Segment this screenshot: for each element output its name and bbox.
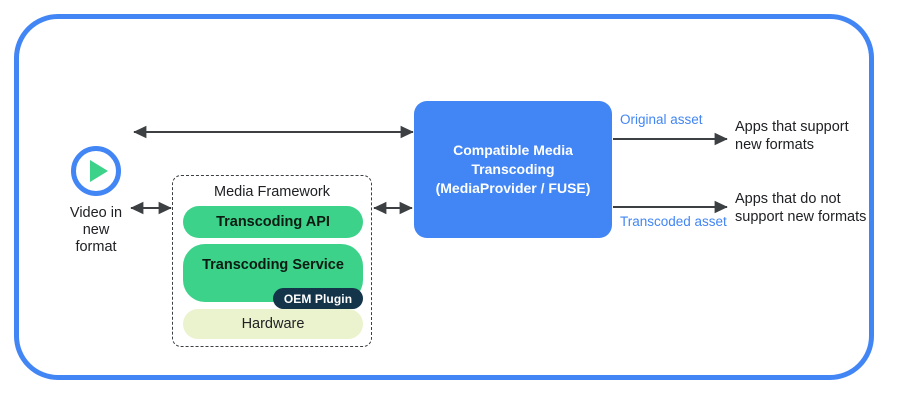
media-framework-title: Media Framework	[213, 184, 331, 200]
video-source-label: Video in new format	[69, 205, 123, 255]
compatible-media-transcoding-box[interactable]: Compatible Media Transcoding (MediaProvi…	[414, 101, 612, 238]
apps-support-new-formats-label: Apps that support new formats	[735, 119, 849, 153]
original-asset-label: Original asset	[620, 112, 703, 127]
apps-no-support-new-formats-label: Apps that do not support new formats	[735, 191, 867, 225]
video-source-group: Video in new format	[42, 146, 150, 256]
transcoding-api-box[interactable]: Transcoding API	[183, 206, 363, 238]
transcoded-asset-label: Transcoded asset	[620, 214, 727, 229]
play-circle-icon	[71, 146, 121, 196]
hardware-box[interactable]: Hardware	[183, 309, 363, 339]
media-framework-container: Media Framework Transcoding API Transcod…	[172, 175, 372, 347]
oem-plugin-badge[interactable]: OEM Plugin	[273, 288, 363, 309]
play-triangle-icon	[89, 160, 108, 182]
